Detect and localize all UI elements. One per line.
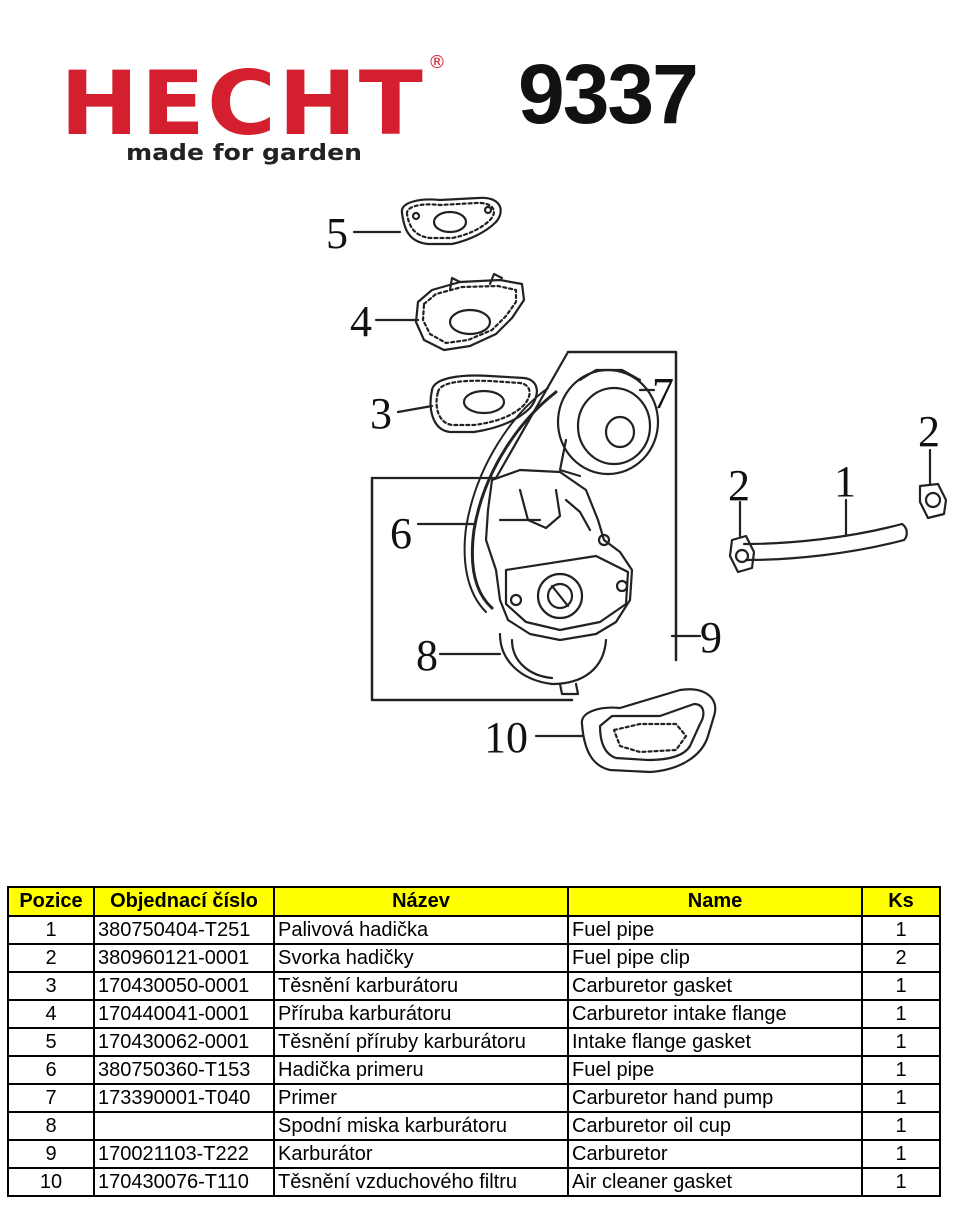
primer-hose-part — [470, 390, 558, 610]
header-order-number: Objednací číslo — [93, 886, 275, 917]
cell-english-name: Carburetor hand pump — [567, 1083, 863, 1113]
registered-mark: ® — [428, 52, 446, 73]
callout-8: 8 — [416, 631, 438, 680]
cell-position: 1 — [7, 915, 95, 945]
parts-table: Pozice Objednací číslo Název Name Ks 1 3… — [7, 886, 941, 1197]
callout-6: 6 — [390, 509, 412, 558]
header-czech-name: Název — [273, 886, 569, 917]
cell-position: 8 — [7, 1111, 95, 1141]
cell-quantity: 1 — [861, 915, 941, 945]
table-row: 1 380750404-T251 Palivová hadička Fuel p… — [7, 915, 941, 945]
table-row: 7 173390001-T040 Primer Carburetor hand … — [7, 1083, 941, 1113]
cell-position: 7 — [7, 1083, 95, 1113]
carburetor-intake-flange-part — [414, 272, 526, 352]
logo-tagline: made for garden — [126, 141, 362, 166]
callout-5: 5 — [326, 209, 348, 258]
table-row: 6 380750360-T153 Hadička primeru Fuel pi… — [7, 1055, 941, 1085]
cell-czech-name: Spodní miska karburátoru — [273, 1111, 569, 1141]
intake-flange-gasket-part — [400, 196, 502, 246]
cell-english-name: Fuel pipe — [567, 1055, 863, 1085]
cell-order-number: 170440041-0001 — [93, 999, 275, 1029]
cell-czech-name: Těsnění příruby karburátoru — [273, 1027, 569, 1057]
callout-10: 10 — [484, 713, 528, 762]
cell-order-number: 380750360-T153 — [93, 1055, 275, 1085]
table-row: 3 170430050-0001 Těsnění karburátoru Car… — [7, 971, 941, 1001]
table-row: 10 170430076-T110 Těsnění vzduchového fi… — [7, 1167, 941, 1197]
cell-quantity: 1 — [861, 1111, 941, 1141]
cell-order-number: 170430050-0001 — [93, 971, 275, 1001]
table-row: 2 380960121-0001 Svorka hadičky Fuel pip… — [7, 943, 941, 973]
cell-english-name: Carburetor intake flange — [567, 999, 863, 1029]
carburetor-gasket-part — [429, 374, 538, 434]
cell-position: 9 — [7, 1139, 95, 1169]
cell-position: 5 — [7, 1027, 95, 1057]
table-header-row: Pozice Objednací číslo Název Name Ks — [7, 886, 941, 917]
callout-7: 7 — [652, 369, 674, 418]
callout-9: 9 — [700, 613, 722, 662]
fuel-pipe-clip-right — [918, 482, 948, 520]
fuel-pipe-part — [742, 522, 908, 562]
cell-order-number: 170430062-0001 — [93, 1027, 275, 1057]
callout-4: 4 — [350, 297, 372, 346]
cell-english-name: Fuel pipe — [567, 915, 863, 945]
table-row: 5 170430062-0001 Těsnění příruby karburá… — [7, 1027, 941, 1057]
primer-hose-outline — [463, 387, 549, 613]
primer-pump-part — [556, 368, 660, 478]
cell-order-number: 380750404-T251 — [93, 915, 275, 945]
table-row: 9 170021103-T222 Karburátor Carburetor 1 — [7, 1139, 941, 1169]
cell-position: 4 — [7, 999, 95, 1029]
callout-2-left: 2 — [728, 461, 750, 510]
cell-quantity: 1 — [861, 1083, 941, 1113]
cell-czech-name: Karburátor — [273, 1139, 569, 1169]
hecht-logo: HECHT ® made for garden — [58, 50, 453, 170]
cell-quantity: 1 — [861, 1027, 941, 1057]
cell-quantity: 1 — [861, 1167, 941, 1197]
header-english-name: Name — [567, 886, 863, 917]
table-row: 8 Spodní miska karburátoru Carburetor oi… — [7, 1111, 941, 1141]
cell-english-name: Carburetor — [567, 1139, 863, 1169]
callout-2-right: 2 — [918, 407, 940, 456]
cell-quantity: 1 — [861, 1139, 941, 1169]
cell-czech-name: Těsnění karburátoru — [273, 971, 569, 1001]
cell-order-number: 173390001-T040 — [93, 1083, 275, 1113]
cell-order-number: 380960121-0001 — [93, 943, 275, 973]
cell-quantity: 1 — [861, 999, 941, 1029]
cell-czech-name: Palivová hadička — [273, 915, 569, 945]
cell-order-number — [93, 1111, 275, 1141]
cell-order-number: 170021103-T222 — [93, 1139, 275, 1169]
cell-english-name: Air cleaner gasket — [567, 1167, 863, 1197]
cell-order-number: 170430076-T110 — [93, 1167, 275, 1197]
cell-czech-name: Hadička primeru — [273, 1055, 569, 1085]
cell-position: 10 — [7, 1167, 95, 1197]
cell-quantity: 1 — [861, 1055, 941, 1085]
cell-czech-name: Příruba karburátoru — [273, 999, 569, 1029]
model-number: 9337 — [518, 47, 699, 141]
cell-english-name: Intake flange gasket — [567, 1027, 863, 1057]
hecht-logo-graphic: HECHT ® made for garden — [60, 52, 446, 166]
exploded-parts-diagram: 5 4 3 6 7 8 9 10 1 2 2 — [0, 180, 960, 780]
cell-english-name: Carburetor gasket — [567, 971, 863, 1001]
carburetor-body-part — [484, 468, 634, 642]
logo-wordmark: HECHT — [60, 52, 425, 155]
cell-quantity: 2 — [861, 943, 941, 973]
cell-czech-name: Primer — [273, 1083, 569, 1113]
cell-english-name: Carburetor oil cup — [567, 1111, 863, 1141]
header-quantity: Ks — [861, 886, 941, 917]
air-cleaner-gasket-part — [580, 688, 717, 774]
header-position: Pozice — [7, 886, 95, 917]
cell-czech-name: Svorka hadičky — [273, 943, 569, 973]
carburetor-oil-cup-part — [498, 632, 608, 696]
cell-position: 6 — [7, 1055, 95, 1085]
callout-3: 3 — [370, 389, 392, 438]
table-row: 4 170440041-0001 Příruba karburátoru Car… — [7, 999, 941, 1029]
diagram-canvas: 5 4 3 6 7 8 9 10 1 2 2 — [326, 196, 948, 774]
cell-position: 3 — [7, 971, 95, 1001]
cell-english-name: Fuel pipe clip — [567, 943, 863, 973]
callout-1: 1 — [834, 457, 856, 506]
cell-quantity: 1 — [861, 971, 941, 1001]
cell-czech-name: Těsnění vzduchového filtru — [273, 1167, 569, 1197]
fuel-pipe-clip-left — [728, 534, 756, 574]
cell-position: 2 — [7, 943, 95, 973]
